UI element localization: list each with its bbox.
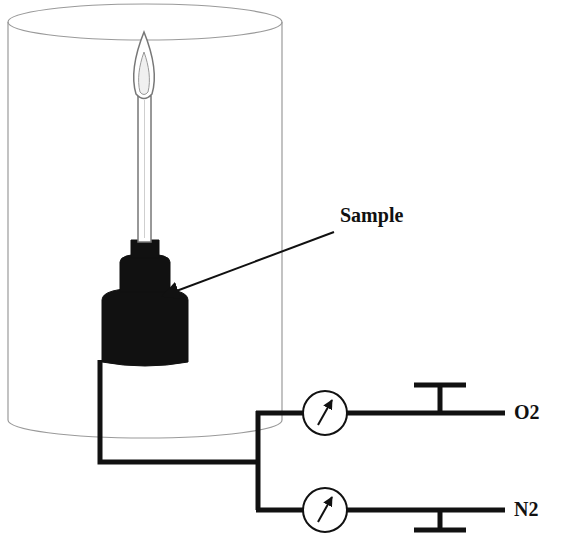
- gas-line: [100, 360, 505, 510]
- part-label: Sample: [340, 204, 403, 226]
- glass-cylinder: [8, 4, 282, 438]
- sample-rod: [138, 96, 151, 242]
- leader-arrow: [163, 232, 334, 296]
- flame: [134, 32, 155, 99]
- sample-holder: [102, 240, 188, 366]
- gas-label: N2: [514, 498, 538, 520]
- valve-symbol: [414, 385, 466, 531]
- gas-label: O2: [514, 401, 540, 423]
- flow-meter: [303, 391, 347, 532]
